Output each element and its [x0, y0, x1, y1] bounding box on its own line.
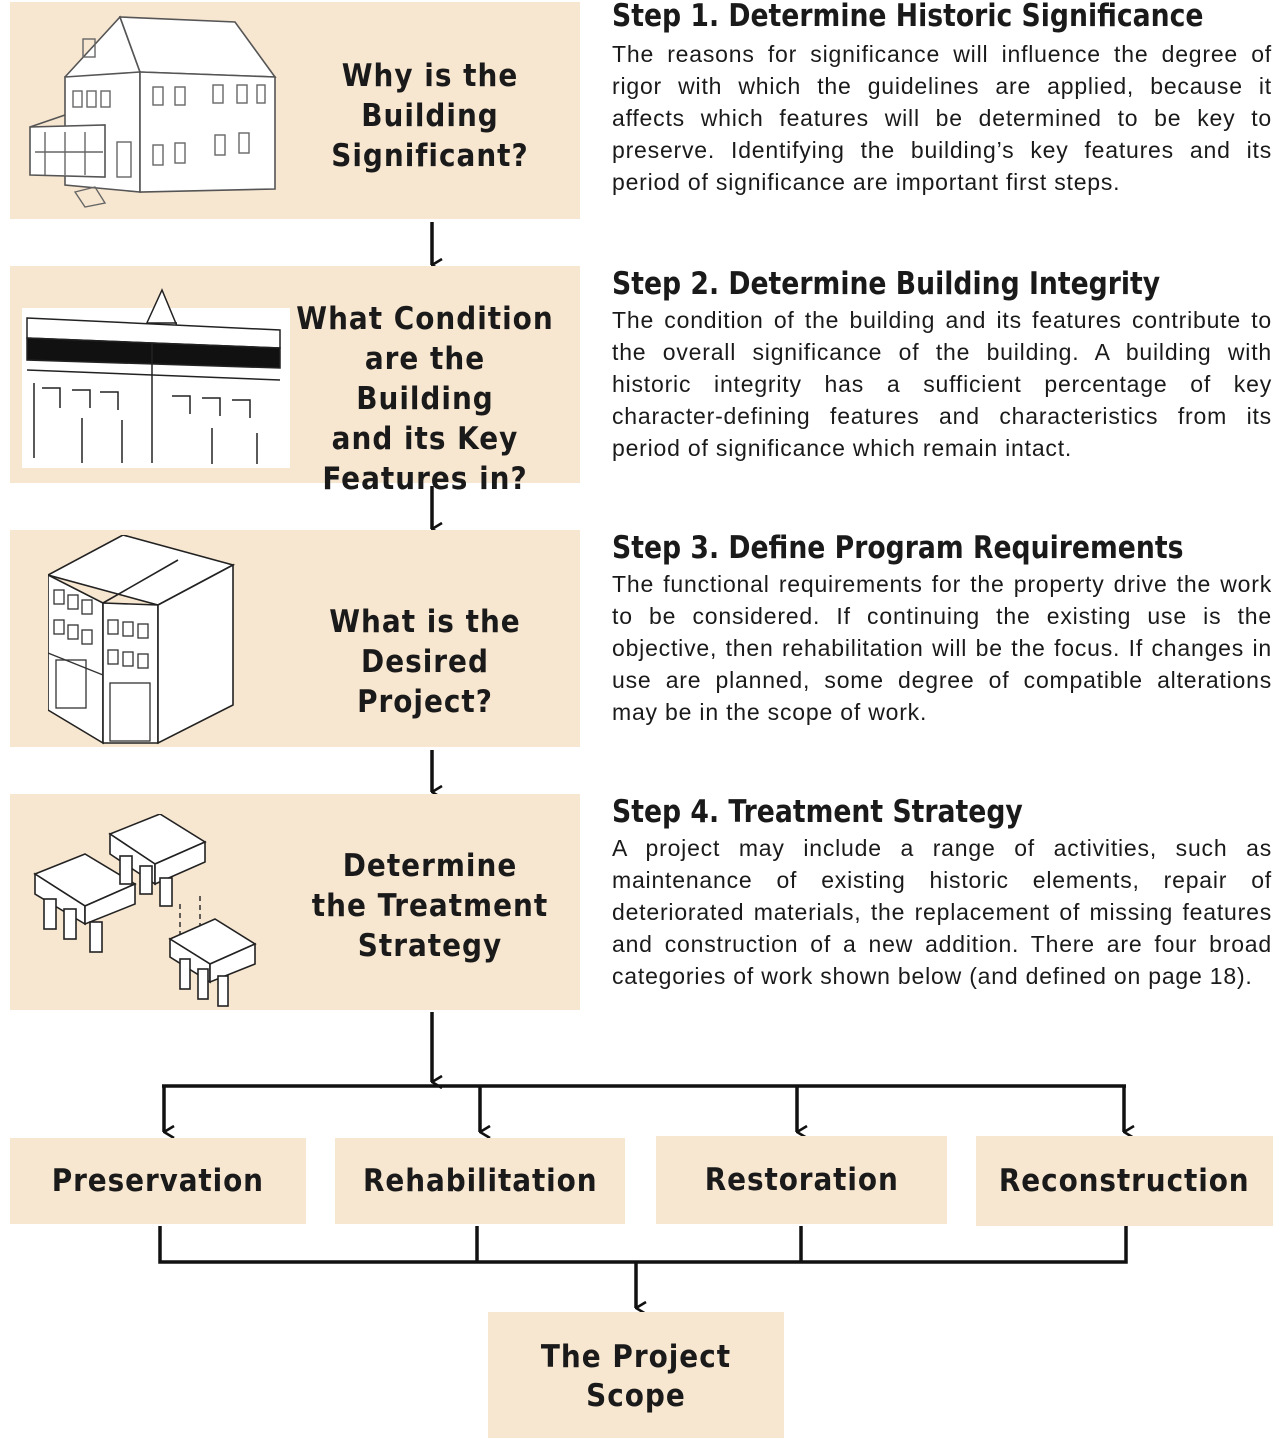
step-1-heading: Step 1. Determine Historic Significance	[612, 0, 1204, 34]
storefront-cornice-illustration	[22, 288, 290, 468]
step-2-heading: Step 2. Determine Building Integrity	[612, 266, 1161, 302]
category-restoration: Restoration	[656, 1136, 947, 1224]
step-3-heading: Step 3. Define Program Requirements	[612, 530, 1184, 566]
step-3-text: The functional requirements for the prop…	[612, 571, 1272, 725]
step-4-heading: Step 4. Treatment Strategy	[612, 794, 1023, 830]
step-1-text: The reasons for significance will influe…	[612, 41, 1272, 195]
house-illustration	[29, 15, 277, 208]
category-rehabilitation: Rehabilitation	[335, 1138, 625, 1224]
category-preservation: Preservation	[10, 1138, 306, 1224]
cornice-brackets-illustration	[33, 814, 257, 1007]
merge-line-bottom	[158, 1226, 1128, 1264]
step-2-text: The condition of the building and its fe…	[612, 307, 1272, 461]
step-4-text: A project may include a range of activit…	[612, 835, 1272, 989]
commercial-building-illustration	[48, 535, 236, 745]
category-reconstruction: Reconstruction	[976, 1136, 1273, 1226]
